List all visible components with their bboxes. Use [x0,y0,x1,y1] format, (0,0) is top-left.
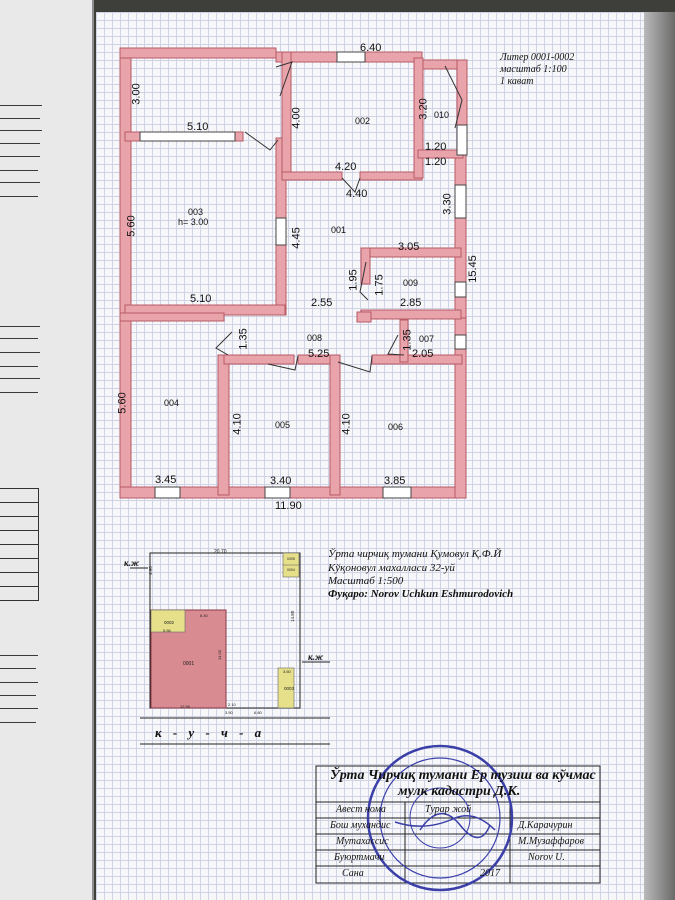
room-009: 009 [403,278,419,288]
dim-345: 3.45 [155,474,177,486]
site-dim-small-6: 3.60 [283,669,292,674]
room-005: 005 [275,420,291,430]
street-right-label: к.ж [308,652,324,662]
site-dim-small-3: 12.90 [180,704,191,709]
site-house-label: 0001 [183,661,194,667]
dim-120-b: 1.20 [425,156,447,168]
dim-525: 5.25 [308,348,330,360]
site-scale-line: Масштаб 1:500 [328,575,404,587]
row-label-2: Бош мухандис [330,820,391,831]
row-value-1: Турар жой [425,804,472,815]
site-dim-small-1: 6.40 [200,613,209,618]
site-corner-label-2: 0004 [287,568,295,572]
site-dim-small-7: 3.50 [225,710,234,715]
street-bottom-label: к - у - ч - а [155,725,266,740]
address-line-1: Ўрта чирчиқ тумани Қумовул Қ.Ф.Й [328,548,502,560]
site-corner-label-1: 0005 [287,557,295,561]
dim-385: 3.85 [384,475,406,487]
row-label-1: Авест нома [336,804,386,815]
table-title-2: мулк кадастри Д.К. [398,784,521,799]
left-page [0,0,94,900]
scale-label: масштаб 1:100 [500,64,567,75]
dim-top-640: 6.40 [360,42,382,54]
dim-440: 4.40 [346,188,368,200]
row-label-3: Мутахассис [336,836,389,847]
sheet-edge-shadow [644,12,675,900]
graph-paper-sheet [96,12,644,900]
table-title-1: Ўрта Чирчиқ тумани Ер тузиш ва кўчмас [330,768,596,783]
row-label-4: Буюртмачи [334,852,385,863]
liter-label: Литер 0001-0002 [500,52,575,63]
site-top-dim: 20.70 [214,549,227,555]
room-006: 006 [388,422,404,432]
dim-285: 2.85 [400,297,422,309]
dim-255: 2.55 [311,297,333,309]
official-seal [366,744,514,892]
site-dim-small-5: 6.80 [254,710,263,715]
site-dim-small-2: 5.56 [163,628,172,633]
room-003: 003 [188,207,204,217]
dim-340: 3.40 [270,475,292,487]
room-008: 008 [307,333,323,343]
site-left-dim: 4.90 [148,566,153,575]
room-010: 010 [434,110,450,120]
dim-205: 2.05 [412,348,434,360]
dim-305: 3.05 [398,241,420,253]
dim-1190: 11.90 [275,500,302,512]
row-value-4: Norov U. [528,852,565,863]
site-right-dim: 14.80 [290,610,295,622]
room-004: 004 [164,398,180,408]
room-001: 001 [331,225,347,235]
owner-line: Фуқаро: Norov Uchkun Eshmurodovich [328,588,514,600]
street-left-label: к.ж [124,558,140,568]
row-label-5: Сана [342,868,364,879]
room-002: 002 [355,116,371,126]
room-007: 007 [419,334,435,344]
row-value-2: Д.Карачурин [518,820,573,831]
dim-120-a: 1.20 [425,141,447,153]
room-003-height: h= 3.00 [178,217,209,227]
site-small-label: 0002 [164,620,175,625]
row-value-5: 2017 [480,868,500,879]
row-value-3: М.Музаффаров [518,836,584,847]
address-line-2: Кўқоновул махалласи 32-уй [328,562,455,574]
floor-label: 1 кават [500,76,534,87]
site-shed-label: 0003 [284,686,295,691]
dim-510-top: 5.10 [187,121,209,133]
site-dim-small-4: 2.10 [228,702,237,707]
site-dim-small-8: 14.00 [217,649,222,660]
dim-420: 4.20 [335,161,357,173]
dim-510-b: 5.10 [190,293,212,305]
